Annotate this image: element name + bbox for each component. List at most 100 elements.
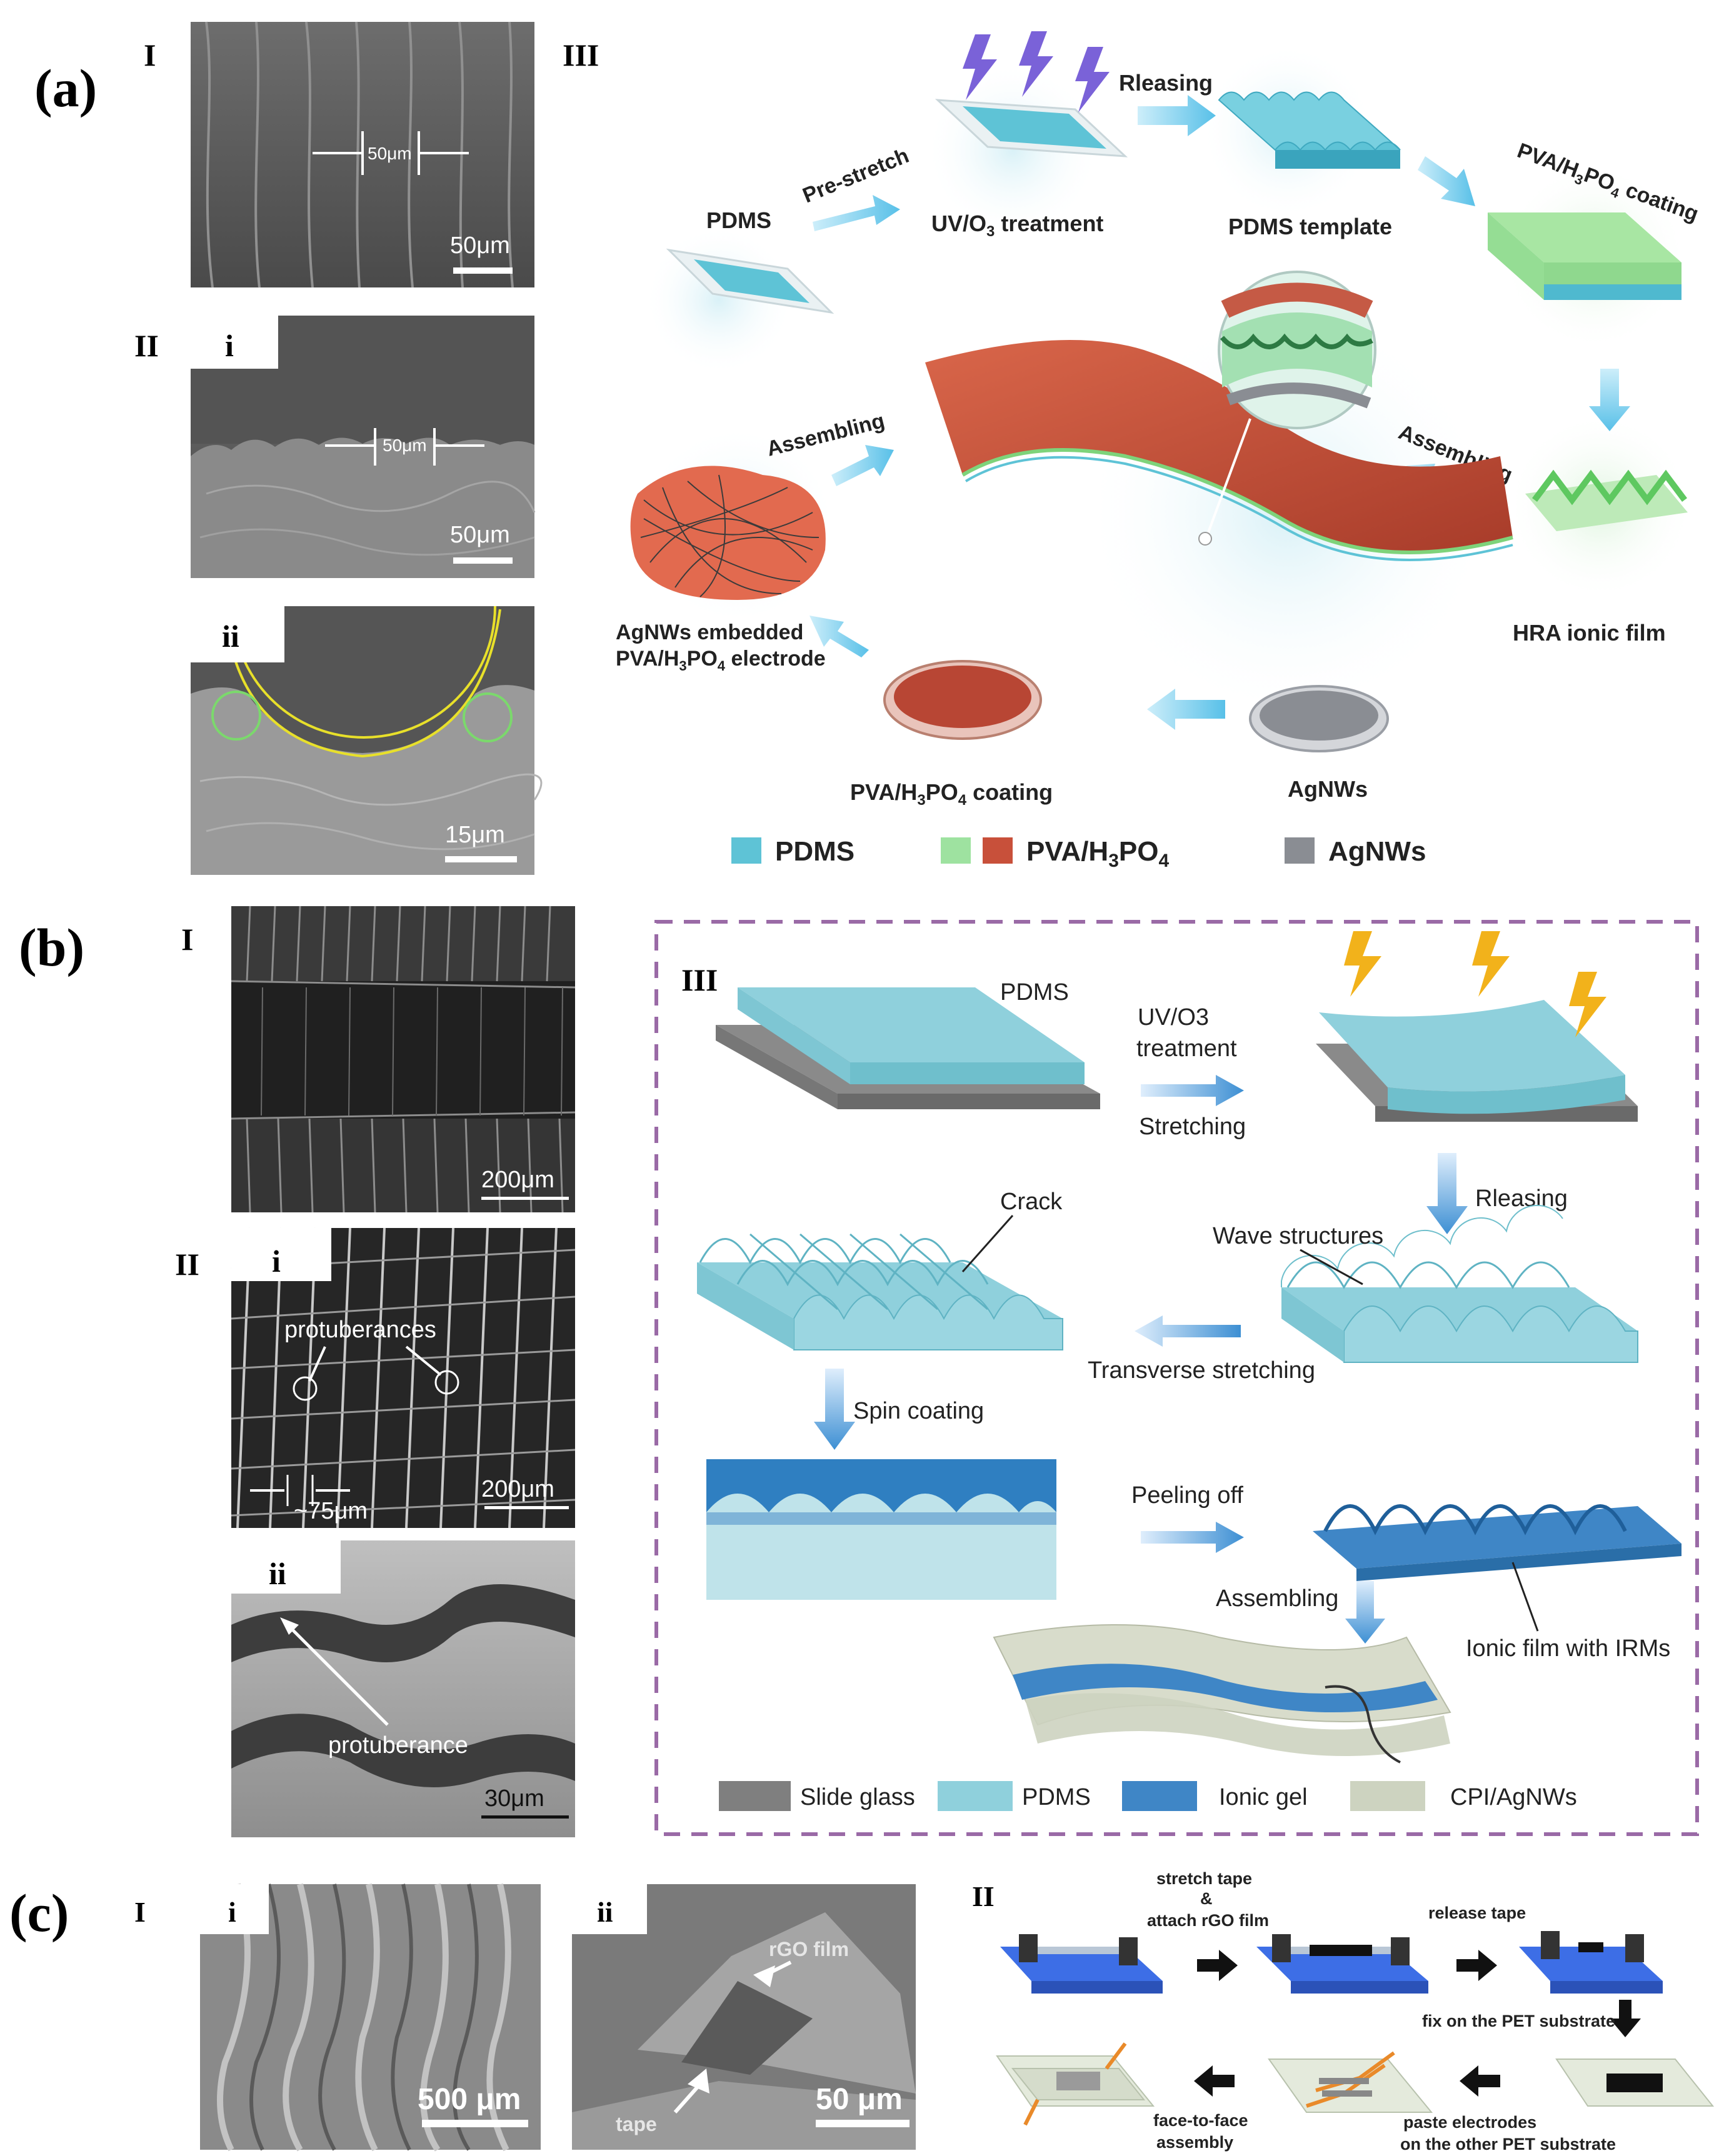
sem-c-ii-scale-bar xyxy=(816,2120,910,2127)
sem-b-II-ii-annotation: protuberance xyxy=(328,1732,468,1759)
ionic-film-irms xyxy=(1313,1504,1681,1581)
legend-b-pdms-swatch xyxy=(938,1781,1013,1811)
label-c-face-line1: face-to-face xyxy=(1153,2111,1248,2130)
pva-coated-block xyxy=(1488,212,1681,300)
legend-a-pdms-label: PDMS xyxy=(775,836,854,867)
sem-c-ii-tape-label: tape xyxy=(616,2113,657,2135)
arrow-prestretch xyxy=(813,195,900,231)
arrow-c-down xyxy=(1610,2000,1641,2037)
agnws-dish xyxy=(1249,685,1389,752)
arrow-assembling-left xyxy=(831,445,894,486)
sem-image-b-II-ii: ii protuberance 30μm xyxy=(231,1540,575,1837)
legend-a: PDMS PVA/H3PO4 AgNWs xyxy=(731,836,1426,871)
c-substrate-2 xyxy=(1256,1934,1428,1994)
sem-b-II-i-measure: ~75μm xyxy=(294,1498,368,1524)
label-b-assembling: Assembling xyxy=(1216,1585,1338,1612)
sem-image-a-I: 50μm 50μm xyxy=(191,21,534,288)
label-c-release: release tape xyxy=(1428,1904,1526,1922)
legend-a-pdms-swatch xyxy=(731,837,761,864)
sem-image-b-II-i: i protuberances ~75μm 200μm xyxy=(231,1227,576,1529)
c-substrate-3 xyxy=(1519,1931,1663,1994)
label-b-wave: Wave structures xyxy=(1213,1223,1383,1249)
pdms-slab xyxy=(666,248,834,314)
label-c-face-line2: assembly xyxy=(1156,2133,1233,2152)
arrow-agnws-to-coat xyxy=(1147,689,1225,730)
panel-c-sub-I: I xyxy=(134,1896,146,1928)
arrow-coat-to-electrode xyxy=(809,616,869,657)
label-electrode-line1: AgNWs embedded xyxy=(616,621,803,644)
label-pre-stretch: Pre-stretch xyxy=(799,144,913,207)
sem-b-I-scale-bar xyxy=(481,1197,569,1200)
sem-b-II-i-scale-label: 200μm xyxy=(481,1476,554,1502)
panel-a-label: (a) xyxy=(34,58,97,118)
label-c-stretch-line2: & xyxy=(1200,1889,1213,1908)
label-b-spin: Spin coating xyxy=(853,1398,984,1424)
process-diagram-c-II: II stretch tape & attach rGO film xyxy=(972,1869,1715,2154)
arrow-b-transverse xyxy=(1135,1315,1241,1347)
arrow-b-stretching xyxy=(1141,1075,1244,1106)
panel-a: (a) I II III 50μm 50μm xyxy=(34,21,1701,875)
label-rleasing-a: Rleasing xyxy=(1119,70,1213,96)
legend-b-slide-label: Slide glass xyxy=(800,1784,915,1810)
b-lightning-icon xyxy=(1344,931,1606,1037)
panel-c-sub-II: II xyxy=(972,1880,995,1912)
pva-coating-dish xyxy=(883,660,1042,740)
label-b-ionic-film: Ionic film with IRMs xyxy=(1466,1635,1670,1662)
label-c-stretch-line3: attach rGO film xyxy=(1147,1911,1269,1930)
panel-c-label: (c) xyxy=(9,1883,69,1943)
sem-a-II-ii-scale-label: 15μm xyxy=(445,822,505,848)
sem-a-II-i-measure: 50μm xyxy=(383,436,427,455)
panel-c: (c) I i 500 μm xyxy=(9,1869,1715,2154)
sem-c-ii-scale-label: 50 μm xyxy=(816,2083,903,2116)
arrow-c-3 xyxy=(1460,2065,1500,2097)
panel-b-sub-I: I xyxy=(181,922,193,957)
arrow-b-peeling xyxy=(1141,1522,1244,1553)
c-substrate-4 xyxy=(1555,2059,1715,2107)
pdms-template xyxy=(1218,91,1401,169)
process-diagram-a-III: PDMS Pre-stretch UV/O3 treatment Rleasin… xyxy=(616,31,1701,809)
label-uv-treatment: UV/O3 treatment xyxy=(931,211,1103,240)
label-b-crack: Crack xyxy=(1000,1189,1063,1215)
sem-b-II-ii-scale-bar xyxy=(481,1815,569,1819)
sem-b-I-scale-label: 200μm xyxy=(481,1167,554,1193)
arrow-to-coating xyxy=(1418,156,1475,206)
label-agnws-dish: AgNWs xyxy=(1288,776,1368,802)
label-c-paste-line1: paste electrodes xyxy=(1403,2113,1536,2132)
agnws-electrode xyxy=(630,466,826,600)
sem-b-II-ii-scale-label: 30μm xyxy=(484,1785,544,1812)
stretched-pdms xyxy=(1316,1000,1638,1122)
label-hra-film: HRA ionic film xyxy=(1513,620,1666,646)
panel-b-sub-II-ii: ii xyxy=(269,1556,286,1591)
sem-image-b-I: 200μm xyxy=(231,906,576,1213)
label-pva-coating-dish: PVA/H3PO4 coating xyxy=(850,779,1053,809)
sem-image-c-i: i 500 μm xyxy=(200,1883,541,2152)
legend-b: Slide glass PDMS Ionic gel CPI/AgNWs xyxy=(719,1781,1577,1811)
label-c-paste-line2: on the other PET substrate xyxy=(1400,2135,1616,2154)
legend-b-ionic-label: Ionic gel xyxy=(1219,1784,1308,1810)
crack-block xyxy=(697,1233,1063,1350)
c-substrate-6 xyxy=(996,2042,1155,2126)
legend-b-slide-swatch xyxy=(719,1781,791,1811)
sem-a-I-scale-label: 50μm xyxy=(450,232,510,259)
legend-b-cpi-label: CPI/AgNWs xyxy=(1450,1784,1577,1810)
legend-a-pva-label: PVA/H3PO4 xyxy=(1026,836,1169,871)
label-pdms-template: PDMS template xyxy=(1228,214,1392,239)
assembled-device-b xyxy=(993,1624,1451,1764)
panel-b: (b) I II xyxy=(19,906,1699,1837)
arrow-c-4 xyxy=(1194,2065,1235,2097)
wave-structures-block xyxy=(1281,1204,1638,1363)
panel-b-sub-II-i: i xyxy=(272,1244,281,1279)
sem-b-II-i-scale-bar xyxy=(484,1506,569,1509)
label-b-pdms: PDMS xyxy=(1000,979,1069,1006)
uv-slab xyxy=(935,99,1128,157)
c-substrate-1 xyxy=(1000,1934,1163,1994)
sem-c-i-scale-label: 500 μm xyxy=(418,2083,521,2116)
label-c-stretch-line1: stretch tape xyxy=(1156,1869,1252,1888)
label-b-rleasing: Rleasing xyxy=(1475,1185,1568,1212)
panel-c-sub-i: i xyxy=(228,1896,236,1928)
panel-a-sub-II-ii: ii xyxy=(222,619,239,654)
panel-b-sub-II: II xyxy=(175,1247,199,1282)
spin-coated-block xyxy=(706,1459,1056,1600)
legend-a-agnws-label: AgNWs xyxy=(1328,836,1426,867)
